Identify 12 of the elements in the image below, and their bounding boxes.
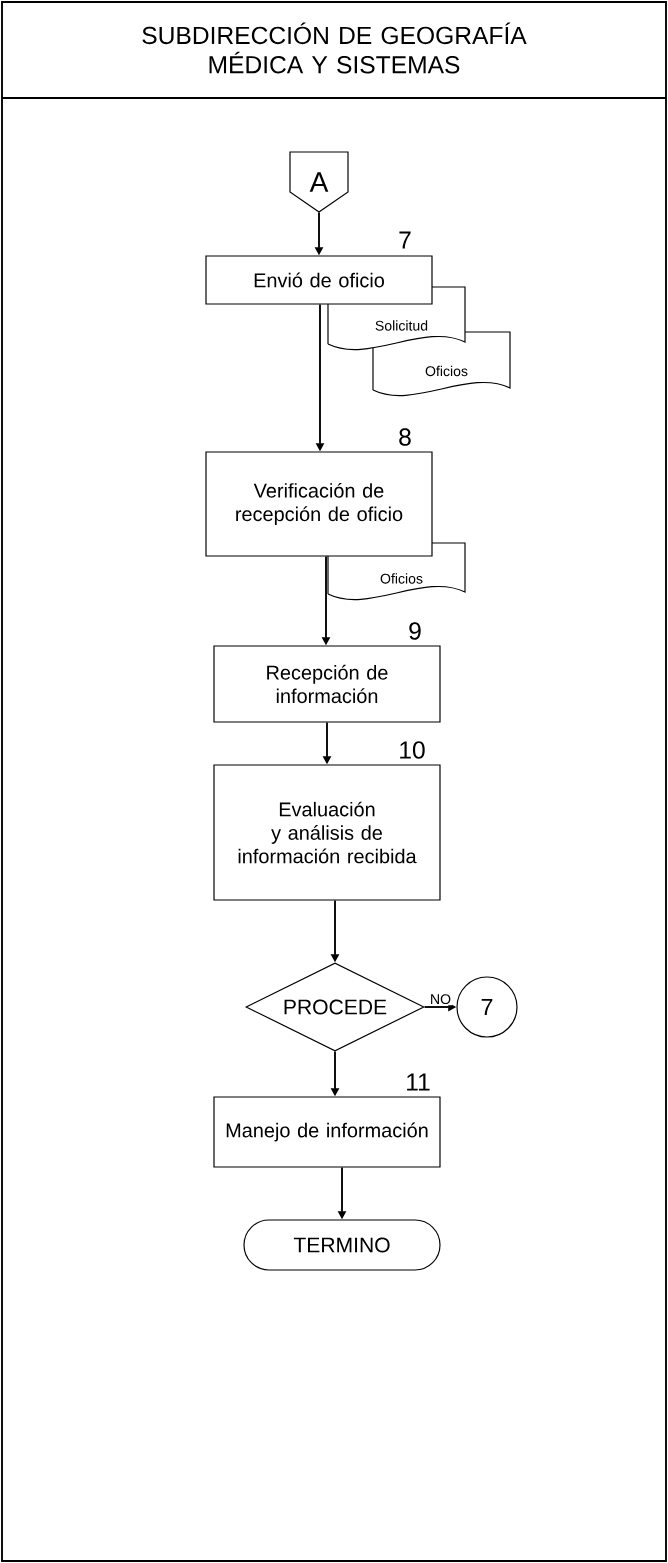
offpage-connector: A — [289, 151, 349, 213]
process-box: Manejo de información — [213, 1096, 441, 1168]
step-number: 9 — [409, 622, 421, 640]
step-number: 10 — [400, 741, 425, 759]
step-number: 8 — [399, 428, 411, 446]
process-box: Evaluación y análisis de información recibida — [213, 764, 441, 901]
lane-title: SUBDIRECCIÓN DE GEOGRAFÍA MÉDICA Y SISTEMAS — [142, 22, 527, 74]
edge-label: NO — [428, 992, 453, 1006]
process-box: Envió de oficio — [205, 255, 433, 305]
step-number: 11 — [407, 1073, 430, 1091]
process-box: Recepción de información — [213, 645, 441, 723]
step-number: 7 — [399, 231, 411, 249]
